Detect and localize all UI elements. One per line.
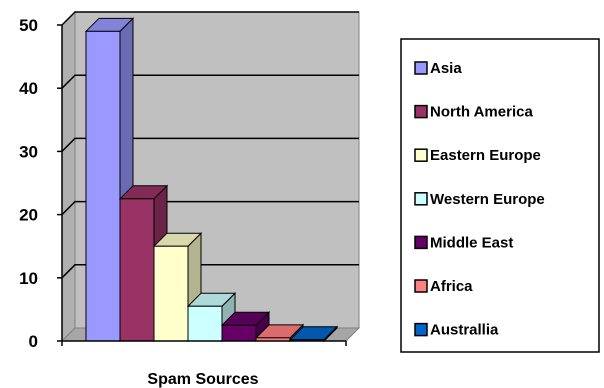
gridline [61,200,359,216]
legend-swatch [414,192,428,206]
axes [61,25,347,346]
y-tick-label: 20 [19,206,38,225]
legend-label: Africa [430,278,473,295]
legend-item: Africa [414,278,473,295]
legend-label: Eastern Europe [430,147,541,164]
gridlines [61,11,359,279]
legend-swatch [414,235,428,250]
y-tick-label: 30 [19,142,38,161]
gridline [61,74,359,89]
gridline [61,11,359,26]
legend-label: Western Europe [430,191,545,208]
legend-swatch [414,279,428,293]
legend-label: Australlia [430,322,499,339]
bar-asia [84,17,135,343]
legend-item: Middle East [414,234,513,251]
bar-middle-east [220,310,271,343]
legend-label: Middle East [430,234,513,251]
side-wall [61,10,76,343]
bar-front [85,30,121,342]
bar-front [221,324,257,342]
bar-front [119,198,155,342]
bar-western-europe [186,292,237,343]
y-tick-label: 50 [19,16,38,35]
legend-item: Eastern Europe [414,147,541,164]
legend-swatch [414,104,428,119]
gridline [61,264,359,279]
legend-item: North America [414,104,533,121]
legend-swatch [414,322,428,337]
legend-swatch [414,148,428,162]
legend-label: North America [430,104,533,121]
bar-front [187,305,223,342]
gridline [61,137,359,152]
y-tick-label: 10 [19,269,38,288]
y-tick-label: 0 [29,332,38,351]
legend-box [400,38,600,353]
bars [84,17,339,343]
y-axis-ticks: 0 10 20 30 40 50 [19,16,62,351]
legend-item: Asia [414,60,462,77]
x-axis-title: Spam Sources [147,371,258,388]
y-tick-label: 40 [19,79,38,98]
legend-swatch [414,61,428,75]
legend-item: Australlia [414,322,499,339]
legend-label: Asia [430,60,462,77]
legend-item: Western Europe [414,191,545,208]
bar-front [153,245,189,342]
